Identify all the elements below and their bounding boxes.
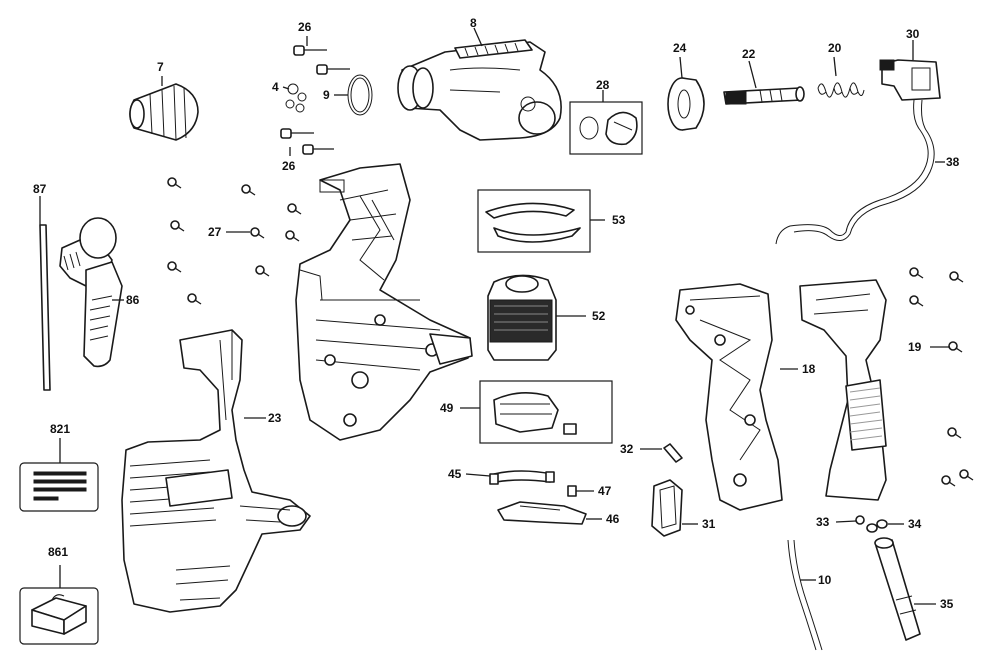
- callout-23: 23: [268, 411, 282, 425]
- part-9-o-ring: [334, 74, 373, 116]
- part-24-bearing-sleeve: [667, 56, 705, 131]
- callout-7: 7: [157, 60, 164, 74]
- part-861-carry-case: [19, 565, 99, 645]
- callout-27: 27: [208, 225, 222, 239]
- callout-31: 31: [702, 517, 716, 531]
- callout-821: 821: [50, 422, 70, 436]
- callout-20: 20: [828, 41, 842, 55]
- part-23-main-housing: DEWALT: [121, 329, 311, 613]
- part-handle-shell-right: [799, 279, 887, 501]
- callout-45: 45: [448, 467, 462, 481]
- part-49-box: [460, 380, 613, 444]
- callout-8: 8: [470, 16, 477, 30]
- part-18-handle-half: [675, 283, 798, 511]
- part-87-depth-rod: [39, 196, 51, 391]
- part-46-brush-carrier: [497, 501, 602, 525]
- part-45-brush-holder: [465, 470, 555, 485]
- part-32-pin: [640, 443, 683, 463]
- callout-35: 35: [940, 597, 954, 611]
- part-4-small-rings: [282, 83, 307, 113]
- dewalt-logo: DEWALT: [172, 488, 213, 499]
- callout-34: 34: [908, 517, 922, 531]
- callout-9: 9: [323, 88, 330, 102]
- callout-861: 861: [48, 545, 68, 559]
- callout-49: 49: [440, 401, 454, 415]
- part-22-shaft: [723, 60, 805, 105]
- part-52-field-coil: [487, 274, 586, 361]
- callout-26b: 26: [282, 159, 296, 173]
- part-8-gear-housing: [397, 27, 562, 141]
- callout-38: 38: [946, 155, 960, 169]
- part-35-cord-guard: [874, 537, 936, 641]
- callout-28: 28: [596, 78, 610, 92]
- part-33-34-clamps: [835, 515, 904, 533]
- callout-53: 53: [612, 213, 626, 227]
- part-47-brush: [567, 485, 594, 497]
- callout-33: 33: [816, 515, 830, 529]
- part-31-cap: [651, 479, 698, 537]
- part-26-screws-bottom: [280, 128, 334, 156]
- part-30-switch: [879, 40, 941, 101]
- part-821-label: [19, 438, 99, 512]
- callout-46: 46: [606, 512, 620, 526]
- part-7-chuck: [129, 76, 199, 141]
- part-28-box: [569, 90, 643, 155]
- part-38-wires: [775, 99, 945, 245]
- callout-86: 86: [126, 293, 140, 307]
- callout-26a: 26: [298, 20, 312, 34]
- callout-22: 22: [742, 47, 756, 61]
- callout-24: 24: [673, 41, 687, 55]
- callout-18: 18: [802, 362, 816, 376]
- callout-47: 47: [598, 484, 612, 498]
- callout-labels: 26 8 24 22 20 30 7 4 9 26 28 38 87 27 53…: [33, 16, 960, 611]
- part-center-housing-half: [295, 163, 473, 441]
- part-10-power-cord: [787, 539, 823, 651]
- callout-52: 52: [592, 309, 606, 323]
- callout-32: 32: [620, 442, 634, 456]
- part-27-screws: [167, 177, 302, 305]
- callout-19: 19: [908, 340, 922, 354]
- part-26-screws-top: [293, 36, 350, 75]
- part-53-box: [477, 189, 605, 253]
- callout-4: 4: [272, 80, 279, 94]
- part-86-side-handle: [59, 217, 124, 368]
- part-19-screws: [909, 267, 974, 487]
- callout-10: 10: [818, 573, 832, 587]
- callout-87: 87: [33, 182, 47, 196]
- part-20-spring: [817, 56, 865, 98]
- callout-30: 30: [906, 27, 920, 41]
